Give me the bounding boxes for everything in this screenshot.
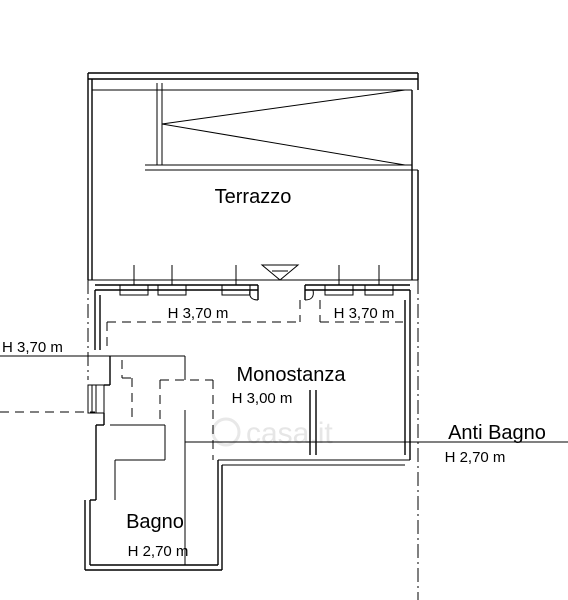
room-label-monostanza: Monostanza — [237, 364, 347, 386]
height-label-anti-bagno: H 2,70 m — [445, 449, 506, 466]
room-label-terrazzo: Terrazzo — [215, 186, 292, 208]
height-label-bagno: H 2,70 m — [128, 543, 189, 560]
bathroom-dashed — [121, 360, 214, 460]
watermark-text: casa.it — [246, 417, 333, 450]
staircase — [92, 83, 418, 171]
watermark-logo: casa.it — [211, 417, 333, 450]
outside-lines — [0, 355, 186, 413]
height-label-left-window: H 3,70 m — [168, 305, 229, 322]
bathroom-walls — [84, 356, 410, 571]
height-label-outside-left: H 3,70 m — [2, 339, 63, 356]
height-label-monostanza: H 3,00 m — [232, 390, 293, 407]
property-boundary — [87, 280, 419, 600]
window-right — [324, 265, 394, 296]
drain-triangle-icon — [260, 264, 300, 281]
room-label-anti-bagno: Anti Bagno — [448, 422, 546, 444]
window-left — [119, 265, 251, 296]
room-label-bagno: Bagno — [126, 511, 184, 533]
height-label-right-window: H 3,70 m — [334, 305, 395, 322]
terrazzo-walls — [87, 72, 419, 281]
ceiling-lines — [106, 300, 403, 350]
